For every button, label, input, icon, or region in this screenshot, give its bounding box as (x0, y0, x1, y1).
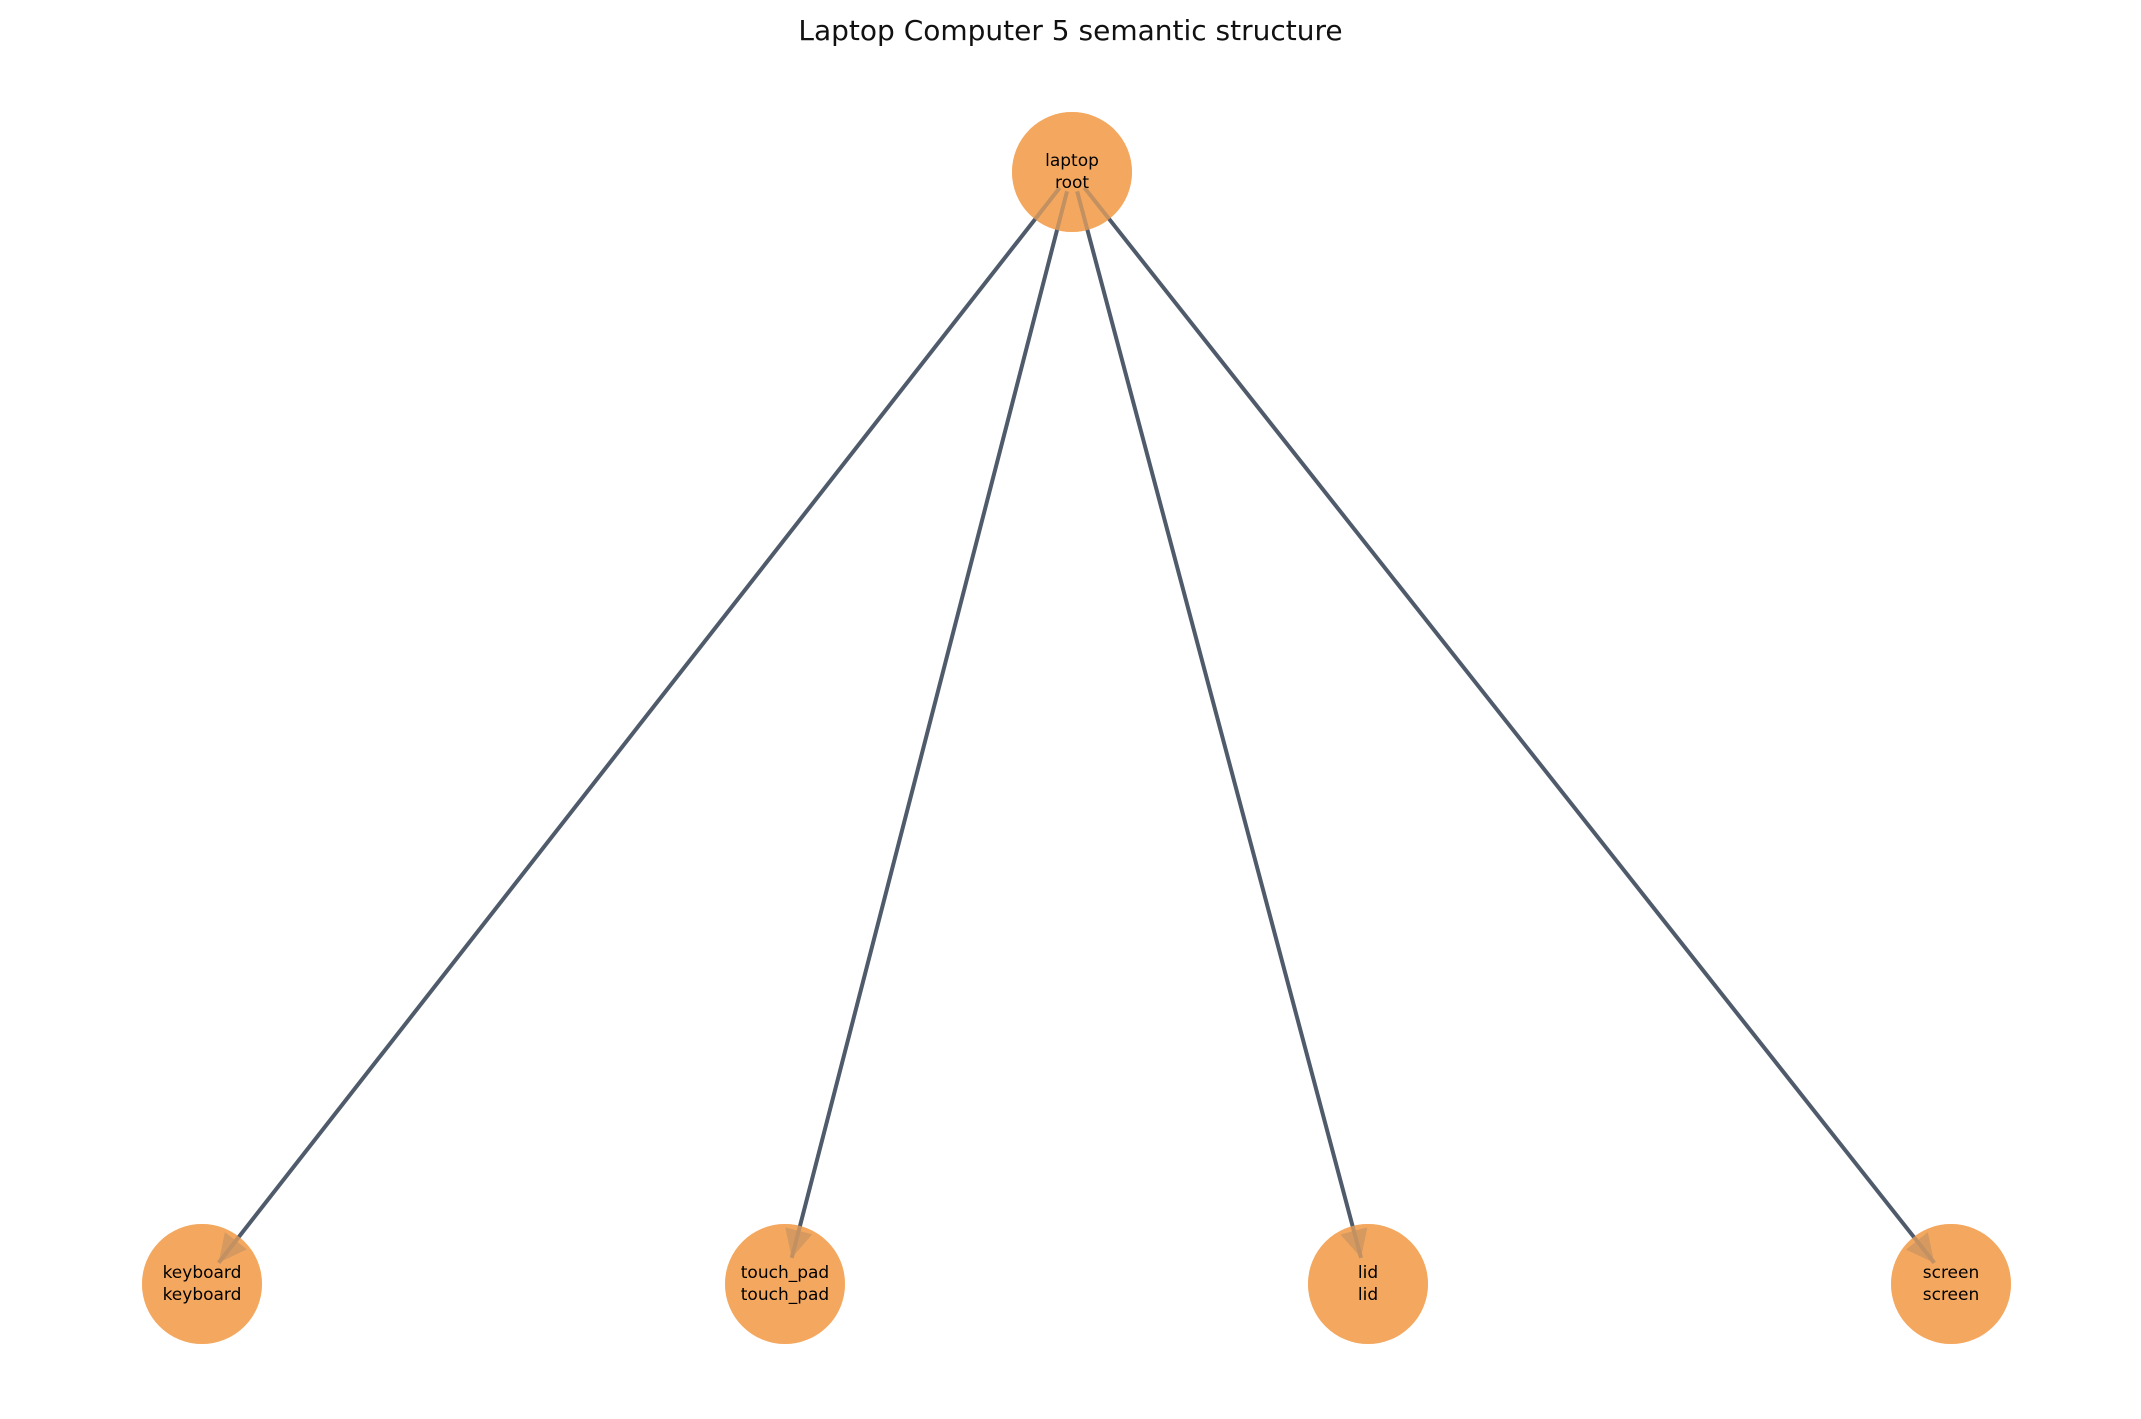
node-overlay (725, 1224, 845, 1344)
edge-laptop-keyboard (217, 186, 1062, 1264)
edge-laptop-screen (1082, 186, 1936, 1265)
node-role-label: touch_pad (741, 1285, 829, 1305)
node-role-label: screen (1923, 1285, 1980, 1305)
node-overlay (142, 1224, 262, 1344)
node-overlay (1012, 112, 1132, 232)
node-name-label: screen (1923, 1263, 1980, 1283)
node-overlay (1891, 1224, 2011, 1344)
node-name-label: touch_pad (741, 1263, 829, 1283)
edge-laptop-lid (1075, 190, 1368, 1259)
diagram-title: Laptop Computer 5 semantic structure (798, 14, 1343, 47)
node-overlay (1308, 1224, 1428, 1344)
node-name-label: keyboard (163, 1263, 242, 1283)
node-role-label: lid (1358, 1285, 1378, 1305)
node-name-label: lid (1358, 1263, 1378, 1283)
edge-laptop-touch_pad (785, 190, 1069, 1259)
node-name-label: laptop (1045, 151, 1099, 171)
node-role-label: keyboard (163, 1285, 242, 1305)
node-role-label: root (1055, 173, 1089, 193)
